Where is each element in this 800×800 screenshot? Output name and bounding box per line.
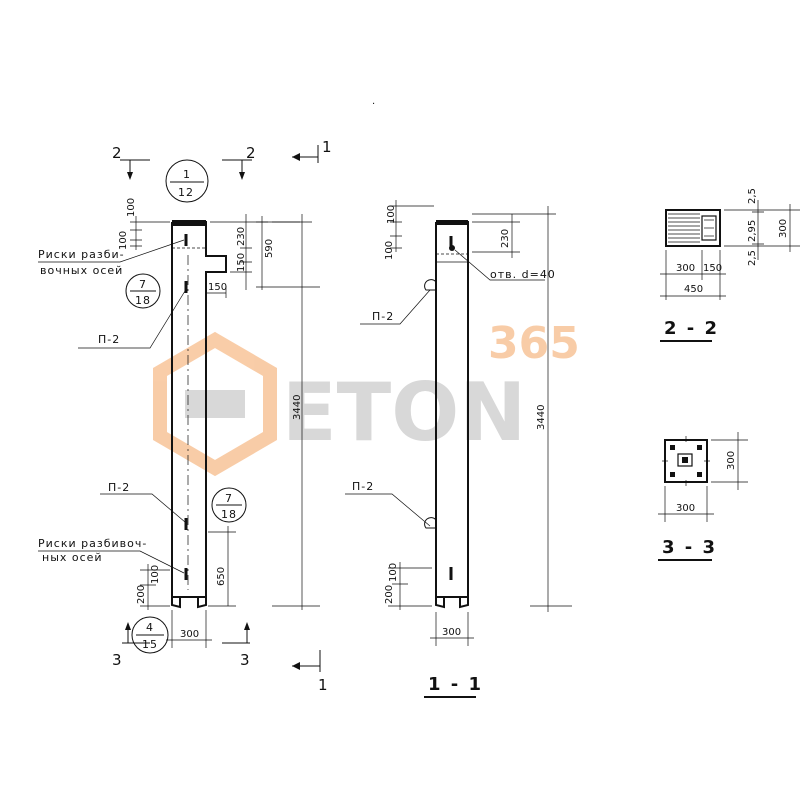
section-3-3: 300 300 3 - 3 (658, 432, 748, 561)
watermark: 365 ETON (153, 318, 580, 477)
cut-label-3-left: 3 (112, 651, 122, 669)
section-2-2-dim-2-5-top: 2,5 (747, 188, 758, 204)
dimensions-left: 100 100 230 150 590 150 3440 650 100 200… (118, 198, 320, 648)
section-1-1-label-p2-top: П-2 (372, 310, 394, 323)
section-1-1-dim-300: 300 (442, 627, 461, 638)
dim-left-150-h: 150 (208, 282, 227, 293)
dim-left-3440: 3440 (292, 395, 303, 420)
column-foot (171, 597, 207, 609)
cut-label-2-left: 2 (112, 144, 122, 162)
column-elevation (171, 220, 227, 609)
section-1-1-dim-200: 200 (384, 585, 395, 604)
note-axis-marks-bottom-2: ных осей (42, 551, 103, 564)
label-p2-bottom: П-2 (108, 481, 130, 494)
section-2-2-body (665, 209, 721, 247)
callout-1-12-den: 12 (178, 186, 194, 199)
section-2-2: 2,5 2,95 2,5 300 300 150 450 2 - 2 (660, 188, 800, 342)
callout-7-18-top-num: 7 (139, 278, 147, 291)
section-2-2-dim-2-5-bottom: 2,5 (747, 250, 758, 266)
callout-7-18-low: 7 18 (211, 487, 247, 523)
column-cap-hatch (172, 220, 206, 226)
section-1-1-dim-100-b: 100 (384, 241, 395, 260)
callout-1-12: 1 12 (165, 159, 209, 203)
callout-7-18-top-den: 18 (135, 294, 151, 307)
dim-left-590: 590 (264, 239, 275, 258)
section-1-1-title: 1 - 1 (428, 674, 483, 695)
stray-dot: . (372, 96, 375, 107)
section-1-1-hole-label: отв. d=40 (490, 268, 556, 281)
callout-1-12-num: 1 (183, 168, 191, 181)
cut-label-1-bottom: 1 (318, 676, 328, 694)
lifting-loop-top (424, 279, 437, 291)
cut-label-3-right: 3 (240, 651, 250, 669)
section-1-1: П-2 П-2 отв. d=40 100 100 230 3440 100 2… (345, 200, 572, 698)
cut-label-1-top: 1 (322, 138, 332, 156)
cut-label-2-right: 2 (246, 144, 256, 162)
section-1-1-dim-3440: 3440 (536, 405, 547, 430)
dim-left-200: 200 (136, 585, 147, 604)
note-axis-marks-top-2: вочных осей (40, 264, 123, 277)
section-2-2-dim-300-h: 300 (676, 263, 695, 274)
section-1-1-cap-hatch (436, 220, 468, 225)
dim-left-230: 230 (236, 227, 247, 246)
callout-4-15-den: 15 (142, 638, 158, 651)
section-2-2-dim-2-95: 2,95 (747, 220, 758, 242)
dim-left-100-a: 100 (126, 198, 137, 217)
watermark-number: 365 (488, 318, 580, 369)
section-3-3-details (662, 436, 710, 486)
section-cut-marks-left: 2 2 1 3 3 1 (112, 138, 332, 694)
watermark-brand: ETON (282, 366, 526, 459)
callout-7-18-low-num: 7 (225, 492, 233, 505)
dim-left-300: 300 (180, 629, 199, 640)
section-1-1-dim-100-a: 100 (386, 205, 397, 224)
label-p2-top: П-2 (98, 333, 120, 346)
lifting-loop-bottom (424, 517, 437, 529)
section-2-2-dim-450: 450 (684, 284, 703, 295)
section-1-1-dim-230: 230 (500, 229, 511, 248)
dim-left-100-b: 100 (118, 231, 129, 250)
section-2-2-dim-300-v: 300 (778, 219, 789, 238)
section-3-3-dim-300-v: 300 (726, 451, 737, 470)
dim-left-100-c: 100 (150, 565, 161, 584)
section-2-2-hatch (668, 213, 717, 243)
column-outline (171, 221, 227, 598)
watermark-logo-icon (153, 331, 277, 477)
note-axis-marks-bottom-1: Риски разбивоч- (38, 537, 147, 550)
section-2-2-title: 2 - 2 (664, 318, 719, 339)
section-3-3-title: 3 - 3 (662, 537, 717, 558)
dim-left-150-v: 150 (236, 253, 247, 272)
section-2-2-dim-150: 150 (703, 263, 722, 274)
callout-7-18-top: 7 18 (125, 273, 161, 309)
section-3-3-dim-300-h: 300 (676, 503, 695, 514)
callout-4-15: 4 15 (131, 616, 169, 654)
section-1-1-label-p2-bottom: П-2 (352, 480, 374, 493)
note-axis-marks-top-1: Риски разби- (38, 248, 125, 261)
section-1-1-hole (449, 245, 455, 251)
section-1-1-dim-100-c: 100 (388, 563, 399, 582)
callout-7-18-low-den: 18 (221, 508, 237, 521)
callout-4-15-num: 4 (146, 621, 154, 634)
leaders-left: Риски разби- вочных осей П-2 П-2 Риски р… (38, 239, 186, 574)
dim-left-650: 650 (216, 567, 227, 586)
